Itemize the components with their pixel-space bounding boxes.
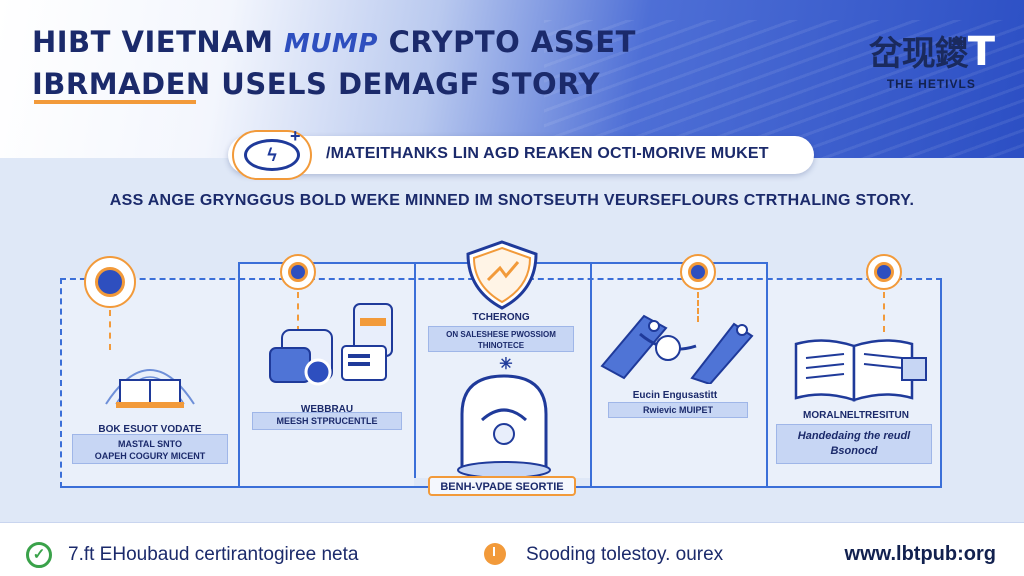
step-5-title: MORALNELTRESITUN bbox=[803, 410, 909, 421]
eye-lightning-icon: ϟ bbox=[232, 130, 312, 180]
flow-divider-4 bbox=[766, 262, 768, 486]
stem-2 bbox=[297, 292, 299, 332]
step-2-title: WEBBRAU bbox=[300, 404, 354, 415]
flow-divider-1 bbox=[238, 262, 240, 486]
step-1-title: BOK ESUOT VODATE bbox=[98, 424, 202, 435]
title-line1-b: CRYPTO ASSET bbox=[377, 25, 636, 59]
check-icon: ✓ bbox=[26, 542, 52, 568]
title-underline bbox=[34, 100, 196, 104]
book-icon bbox=[105, 369, 195, 408]
flow-divider-3 bbox=[590, 262, 592, 486]
brand-logo-mark: 岔现鑁T bbox=[868, 26, 995, 75]
node-clock-icon bbox=[680, 254, 716, 290]
stem-5 bbox=[883, 292, 885, 332]
subtitle: ASS ANGE GRYNGGUS BOLD WEKE MINNED IM SN… bbox=[109, 192, 915, 209]
center-label: BENH-VPADE SEORTIE bbox=[428, 476, 576, 496]
footer-url-link[interactable]: www.lbtpub:org bbox=[844, 543, 996, 565]
title-line1-a: HIBT VIETNAM bbox=[32, 25, 285, 59]
step-1-body: MASTAL SNTO OAPEH COGURY MICENT bbox=[72, 434, 228, 464]
plus-icon: + bbox=[290, 126, 301, 146]
footer bbox=[0, 522, 1024, 576]
brand-tagline: THE HETIVLS bbox=[886, 77, 976, 91]
clock-icon bbox=[484, 543, 506, 565]
step-5-body: Handedaing the reudl Bsonocd bbox=[776, 424, 932, 464]
banner-pill bbox=[228, 136, 814, 174]
shield-icon bbox=[466, 240, 538, 310]
flow-divider-2 bbox=[414, 262, 416, 478]
node-globe-icon bbox=[84, 256, 136, 308]
header-banner: HIBT VIETNAM MUMP CRYPTO ASSET IBRMADEN … bbox=[0, 0, 1024, 158]
step-4-title: Eucin Engusastitt bbox=[632, 390, 718, 401]
hand-icon bbox=[600, 314, 754, 384]
footer-mid-text: Sooding tolestoy. ourex bbox=[526, 544, 724, 565]
banner-text: /MATEITHANKS LIN AGD REAKEN OCTI-MORIVE … bbox=[326, 145, 769, 162]
node-coin-icon bbox=[280, 254, 316, 290]
drum-icon bbox=[269, 303, 393, 386]
node-document-icon bbox=[866, 254, 902, 290]
dome-icon bbox=[457, 374, 551, 479]
open-book-icon bbox=[794, 339, 927, 402]
step-3-body: ON SALESHESE PWOSSIOM THINOTECE bbox=[428, 326, 574, 352]
stem-4 bbox=[697, 292, 699, 322]
brand-logo: 岔现鑁T THE HETIVLS bbox=[868, 26, 995, 91]
footer-left-text: 7.ft EHoubaud certirantogiree neta bbox=[68, 544, 359, 565]
brand-logo-text: 岔现鑁 bbox=[868, 34, 969, 74]
flow-line-right bbox=[940, 278, 942, 488]
page-title: HIBT VIETNAM MUMP CRYPTO ASSET IBRMADEN … bbox=[32, 22, 636, 104]
sparkle-icon: ✳ bbox=[499, 356, 513, 373]
flow-line-left bbox=[60, 278, 62, 488]
brand-logo-letter: T bbox=[967, 29, 995, 75]
title-line1-em: MUMP bbox=[284, 29, 378, 59]
title-line2: IBRMADEN USELS DEMAGF STORY bbox=[32, 67, 600, 101]
step-4-body: Rwievic MUIPET bbox=[608, 402, 748, 418]
step-2-body: MEESH STPRUCENTLE bbox=[252, 412, 402, 430]
step-3-title: TCHERONG bbox=[472, 312, 530, 323]
stem-1 bbox=[109, 310, 111, 350]
